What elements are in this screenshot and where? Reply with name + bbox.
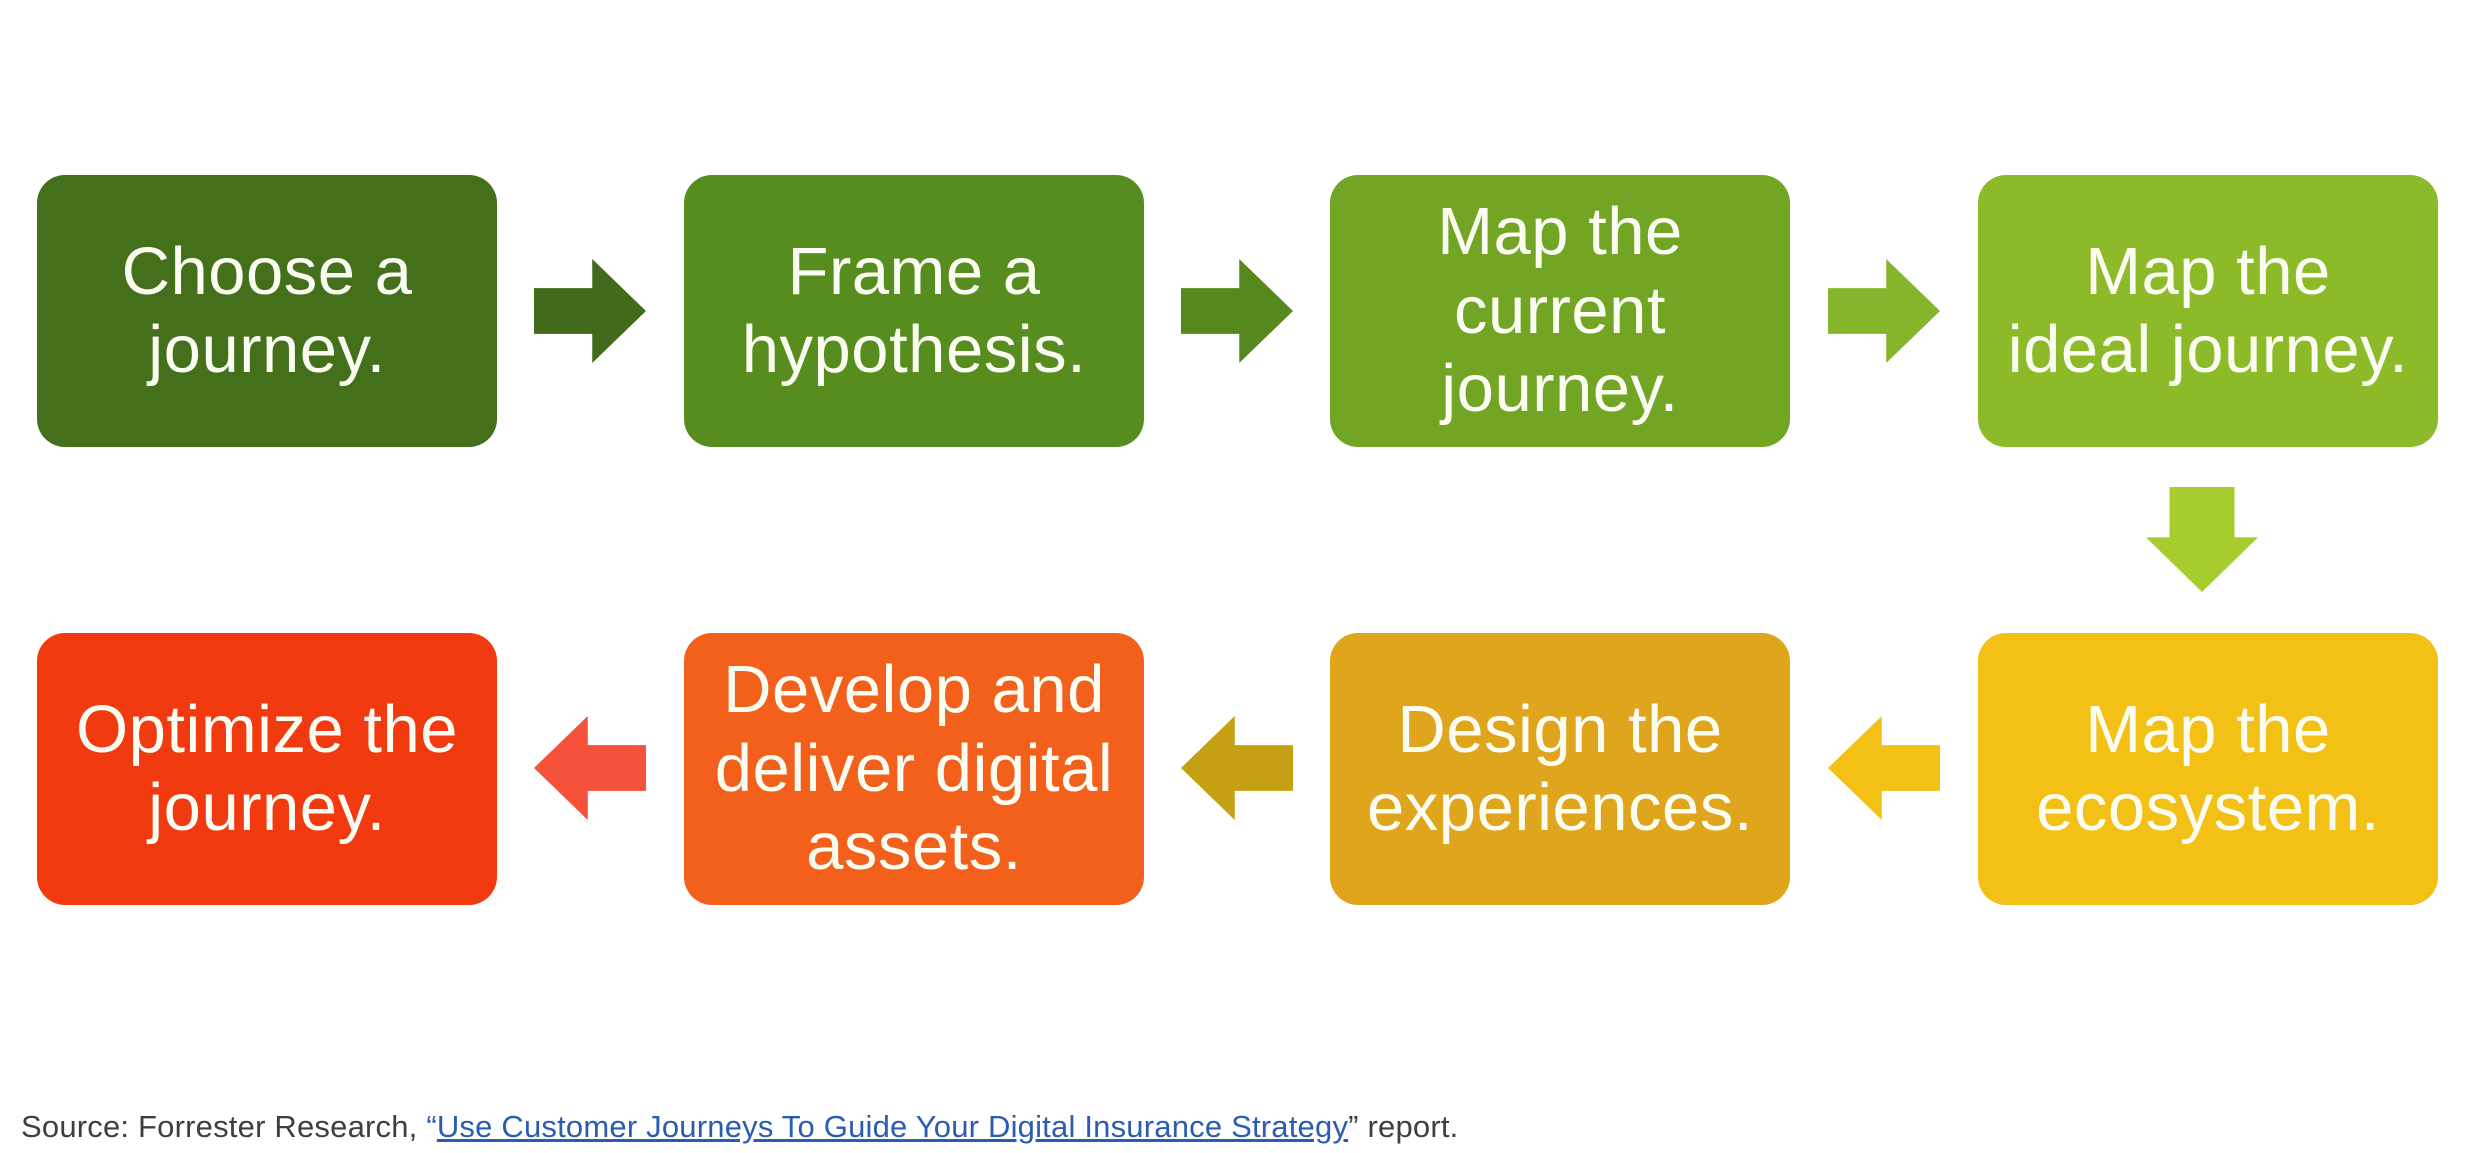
arrow-left-icon-step5-to-step6	[1828, 716, 1940, 820]
step-label-develop-deliver-assets: Develop and deliver digital assets.	[714, 652, 1114, 885]
step-box-choose-a-journey: Choose a journey.	[37, 175, 497, 447]
step-label-optimize-journey: Optimize the journey.	[75, 691, 459, 845]
step-box-map-ideal-journey: Map the ideal journey.	[1978, 175, 2438, 447]
step-box-optimize-journey: Optimize the journey.	[37, 633, 497, 905]
arrow-right-icon-step3-to-step4	[1828, 259, 1940, 363]
step-box-design-experiences: Design the experiences.	[1330, 633, 1790, 905]
source-citation: Source: Forrester Research, “Use Custome…	[21, 1109, 1458, 1145]
source-citation-suffix: ” report.	[1348, 1109, 1459, 1144]
step-box-frame-a-hypothesis: Frame a hypothesis.	[684, 175, 1144, 447]
source-report-link[interactable]: Use Customer Journeys To Guide Your Digi…	[436, 1109, 1349, 1144]
step-label-map-current-journey: Map the current journey.	[1437, 194, 1683, 427]
arrow-down-icon-step4-to-step5	[2146, 487, 2258, 592]
source-citation-prefix: Source: Forrester Research,	[21, 1109, 427, 1144]
arrow-left-icon-step6-to-step7	[1181, 716, 1293, 820]
step-label-frame-a-hypothesis: Frame a hypothesis.	[741, 233, 1087, 387]
step-label-choose-a-journey: Choose a journey.	[121, 233, 413, 387]
step-label-map-ecosystem: Map the ecosystem.	[2036, 691, 2380, 845]
step-label-map-ideal-journey: Map the ideal journey.	[2007, 233, 2409, 387]
step-label-design-experiences: Design the experiences.	[1367, 691, 1753, 845]
step-box-map-current-journey: Map the current journey.	[1330, 175, 1790, 447]
source-citation-open-quote: “	[426, 1109, 437, 1144]
step-box-develop-deliver-assets: Develop and deliver digital assets.	[684, 633, 1144, 905]
step-box-map-ecosystem: Map the ecosystem.	[1978, 633, 2438, 905]
arrow-left-icon-step7-to-step8	[534, 716, 646, 820]
arrow-right-icon-step2-to-step3	[1181, 259, 1293, 363]
arrow-right-icon-step1-to-step2	[534, 259, 646, 363]
